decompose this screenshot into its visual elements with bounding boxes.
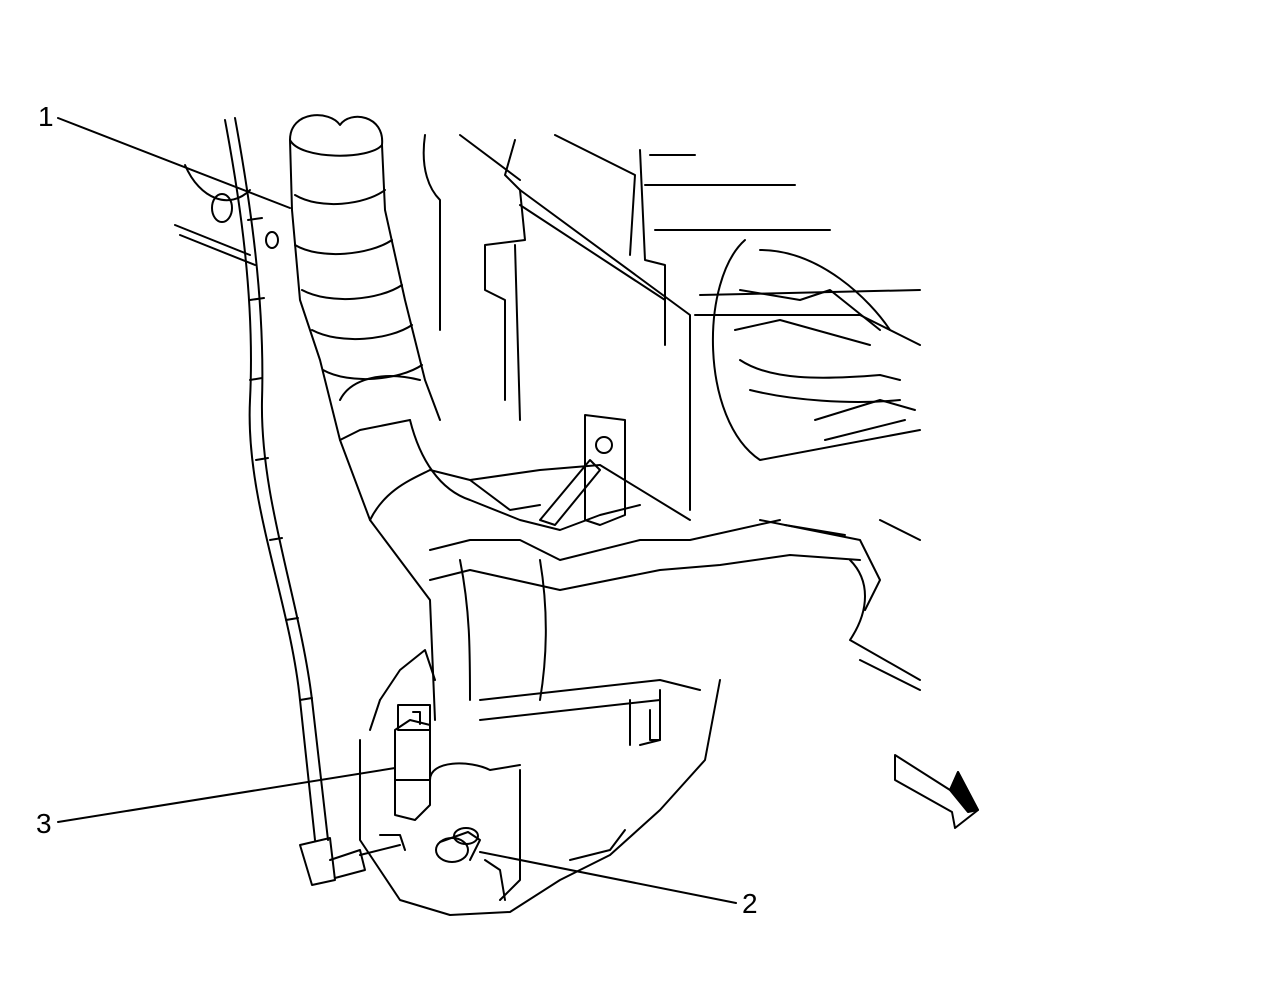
- callout-1: 1: [38, 101, 54, 132]
- washer-pump: [379, 704, 431, 851]
- direction-arrow-icon: [894, 754, 979, 829]
- callout-3: 3: [36, 808, 52, 839]
- fluid-level-sensor: [435, 827, 481, 863]
- washer-reservoir: [359, 649, 721, 916]
- leader-line-2: [479, 851, 737, 904]
- filler-neck: [289, 114, 861, 721]
- background-structure: [174, 134, 921, 691]
- leader-line-1: [57, 117, 291, 209]
- callout-2: 2: [742, 888, 758, 919]
- leader-line-3: [57, 767, 396, 823]
- washer-hose: [224, 117, 401, 886]
- mounting-bracket: [469, 414, 626, 526]
- leader-lines: [57, 117, 737, 904]
